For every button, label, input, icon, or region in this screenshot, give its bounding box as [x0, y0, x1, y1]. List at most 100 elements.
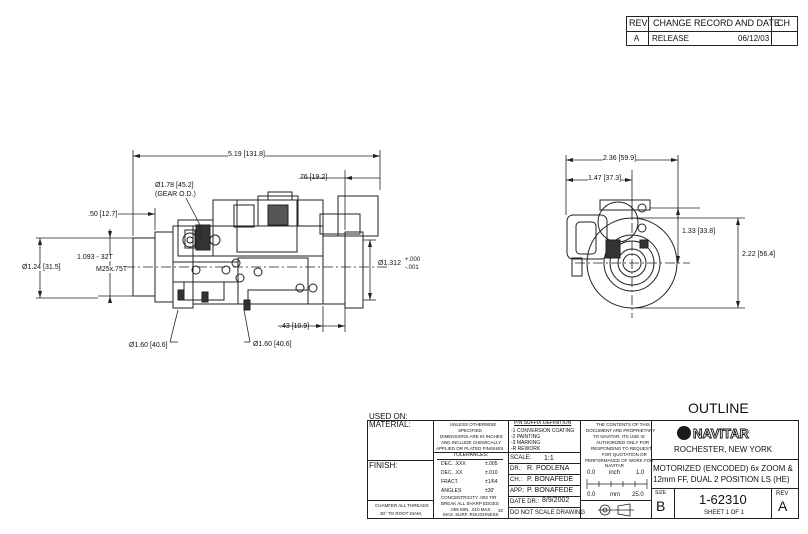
proprietary-line: NAVITAR	[605, 463, 624, 468]
tb-divider	[508, 463, 580, 464]
suffix-item: -1 CONVERSION COATING	[511, 428, 575, 434]
dim-width-147: 1.47 [37.3]	[588, 175, 622, 182]
ch-header: CH	[777, 18, 790, 28]
sheet-label: SHEET 1 OF 1	[704, 510, 744, 516]
description-line-2: 12mm FF, DUAL 2 POSITION LS (HE)	[653, 475, 790, 484]
tol-label: DEC. .XX	[441, 470, 463, 476]
drawing-title: OUTLINE	[688, 400, 749, 416]
tb-divider	[367, 460, 433, 461]
unless-note-4: AND INCLUDE CHEMICALLY	[441, 440, 502, 445]
scale-value: 1:1	[544, 455, 554, 462]
dim-length-50: .50 [12.7]	[88, 211, 118, 218]
dim-thread-m25: M25x.75T	[96, 266, 128, 273]
proprietary-line: THE CONTENTS OF THIS	[596, 422, 650, 427]
dim-length-43: .43 [10.9]	[280, 323, 310, 330]
dr-label: DR.:	[510, 466, 522, 472]
company-location: ROCHESTER, NEW YORK	[674, 445, 773, 454]
chamfer-line-1: CHAMFER ALL THREADS	[375, 503, 429, 508]
dim-tol-plus: +.000	[405, 257, 421, 263]
dr-value: R. PODLENA	[527, 465, 570, 472]
unless-note-3: DIMENSIONS ARE IN INCHES	[440, 434, 503, 439]
app-label: APP.:	[510, 488, 525, 494]
tb-divider	[508, 474, 580, 475]
unless-note-1: UNLESS OTHERWISE	[450, 422, 497, 427]
date-value: 8/9/2002	[542, 497, 570, 504]
tol-value: ±.010	[485, 470, 498, 476]
finish-label: FINISH:	[369, 461, 398, 470]
tb-divider	[433, 420, 434, 519]
revision-divider	[626, 31, 798, 32]
used-on-label: USED ON:	[369, 412, 408, 421]
revision-divider	[648, 16, 649, 46]
chamfer-line-2: 30° TO ROOT DIAM.	[380, 511, 423, 516]
app-value: P. BONAFEDE	[527, 487, 574, 494]
title-block	[367, 420, 799, 519]
tol-value: ±30'	[485, 488, 495, 494]
proprietary-line: TO NAVITAR, ITS USE IS	[593, 434, 645, 439]
dim-dia-124: Ø1.24 [31.5]	[22, 264, 61, 271]
proprietary-line: PERFORMANCE OF WORK FOR	[585, 458, 654, 463]
dim-dia-1312: Ø1.312	[378, 260, 401, 267]
rev-label: REV	[776, 491, 789, 497]
tb-divider	[508, 420, 509, 519]
proprietary-line: DOCUMENT ARE PROPRIETARY	[586, 428, 656, 433]
scale-mm-end: 25.0	[632, 492, 644, 498]
projection-symbol-icon	[598, 503, 634, 517]
tb-divider	[367, 500, 433, 501]
suffix-title: P/N SUFFIX DEFINITION	[514, 420, 572, 426]
ch-label: CH.:	[510, 477, 522, 483]
revision-divider	[771, 16, 772, 46]
scale-mm-start: 0.0	[587, 492, 596, 498]
tb-divider	[580, 500, 651, 501]
dim-overall-length: 5.19 [131.8]	[228, 151, 265, 158]
material-label: MATERIAL:	[369, 420, 411, 429]
tol-value: ±.005	[485, 461, 498, 467]
suffix-item: -3 MARKING	[511, 440, 541, 446]
dim-tol-minus: -.001	[405, 265, 419, 271]
size-label: SIZE	[655, 490, 667, 496]
rev-header: REV	[629, 18, 648, 28]
rev-row-date: 06/12/03	[738, 34, 770, 43]
unless-note-2: SPECIFIED	[458, 428, 482, 433]
rev-value: A	[778, 498, 788, 514]
rev-row-description: RELEASE	[652, 34, 689, 43]
drawing-number: 1-62310	[699, 492, 747, 507]
proprietary-line: AUTHORIZED ONLY FOR	[596, 440, 650, 445]
dim-gear-od-label: (GEAR O.D.)	[155, 191, 196, 198]
tol-label: DEC. .XXX	[441, 461, 466, 467]
tolerances-label: TOLERANCES:	[453, 452, 489, 458]
dim-length-76: .76 [19.2]	[298, 174, 328, 181]
scale-inch-end: 1.0	[636, 470, 645, 476]
change-header: CHANGE RECORD AND DATE	[653, 18, 780, 28]
tb-divider	[437, 459, 503, 460]
break-edges-2: .005 MIN. .010 MAX.	[450, 507, 492, 512]
unless-note-5: APPLIED OR PLATED FINISHES	[436, 446, 504, 451]
scale-bar	[586, 479, 648, 489]
suffix-item: -R REWORK	[511, 446, 541, 452]
tol-value: ±1/64	[485, 479, 498, 485]
tol-label: ANGLES	[441, 488, 462, 494]
tb-divider	[508, 507, 580, 508]
concentricity-note: CONCENTRICITY .003 TIR	[441, 495, 497, 500]
tb-divider	[674, 488, 675, 519]
suffix-item: -2 PAINTING	[511, 434, 541, 440]
dim-thread-1093: 1.093 - 32T	[77, 254, 113, 261]
end-view	[566, 199, 678, 309]
tb-divider	[771, 488, 772, 519]
tb-divider	[508, 485, 580, 486]
scale-label: SCALE:	[510, 455, 532, 461]
dim-width-236: 2.36 [59.9]	[603, 155, 637, 162]
dim-gear-od: Ø1.78 [45.2]	[155, 182, 194, 189]
dim-height-222: 2.22 [56.4]	[742, 251, 776, 258]
ch-value: P. BONAFEDE	[527, 476, 574, 483]
tb-divider	[580, 420, 581, 519]
dim-dia-160-right: Ø1.60 [40.6]	[253, 341, 292, 348]
rev-row-rev: A	[634, 34, 640, 43]
tb-divider	[508, 452, 580, 453]
do-not-scale: DO NOT SCALE DRAWING	[510, 510, 586, 516]
break-edges-1: BREAK ALL SHARP EDGES	[441, 501, 499, 506]
proprietary-line: RESPONDING TO REQUEST	[591, 446, 652, 451]
side-view	[132, 191, 379, 311]
dim-height-133: 1.33 [33.8]	[682, 228, 716, 235]
tb-divider	[433, 452, 508, 453]
